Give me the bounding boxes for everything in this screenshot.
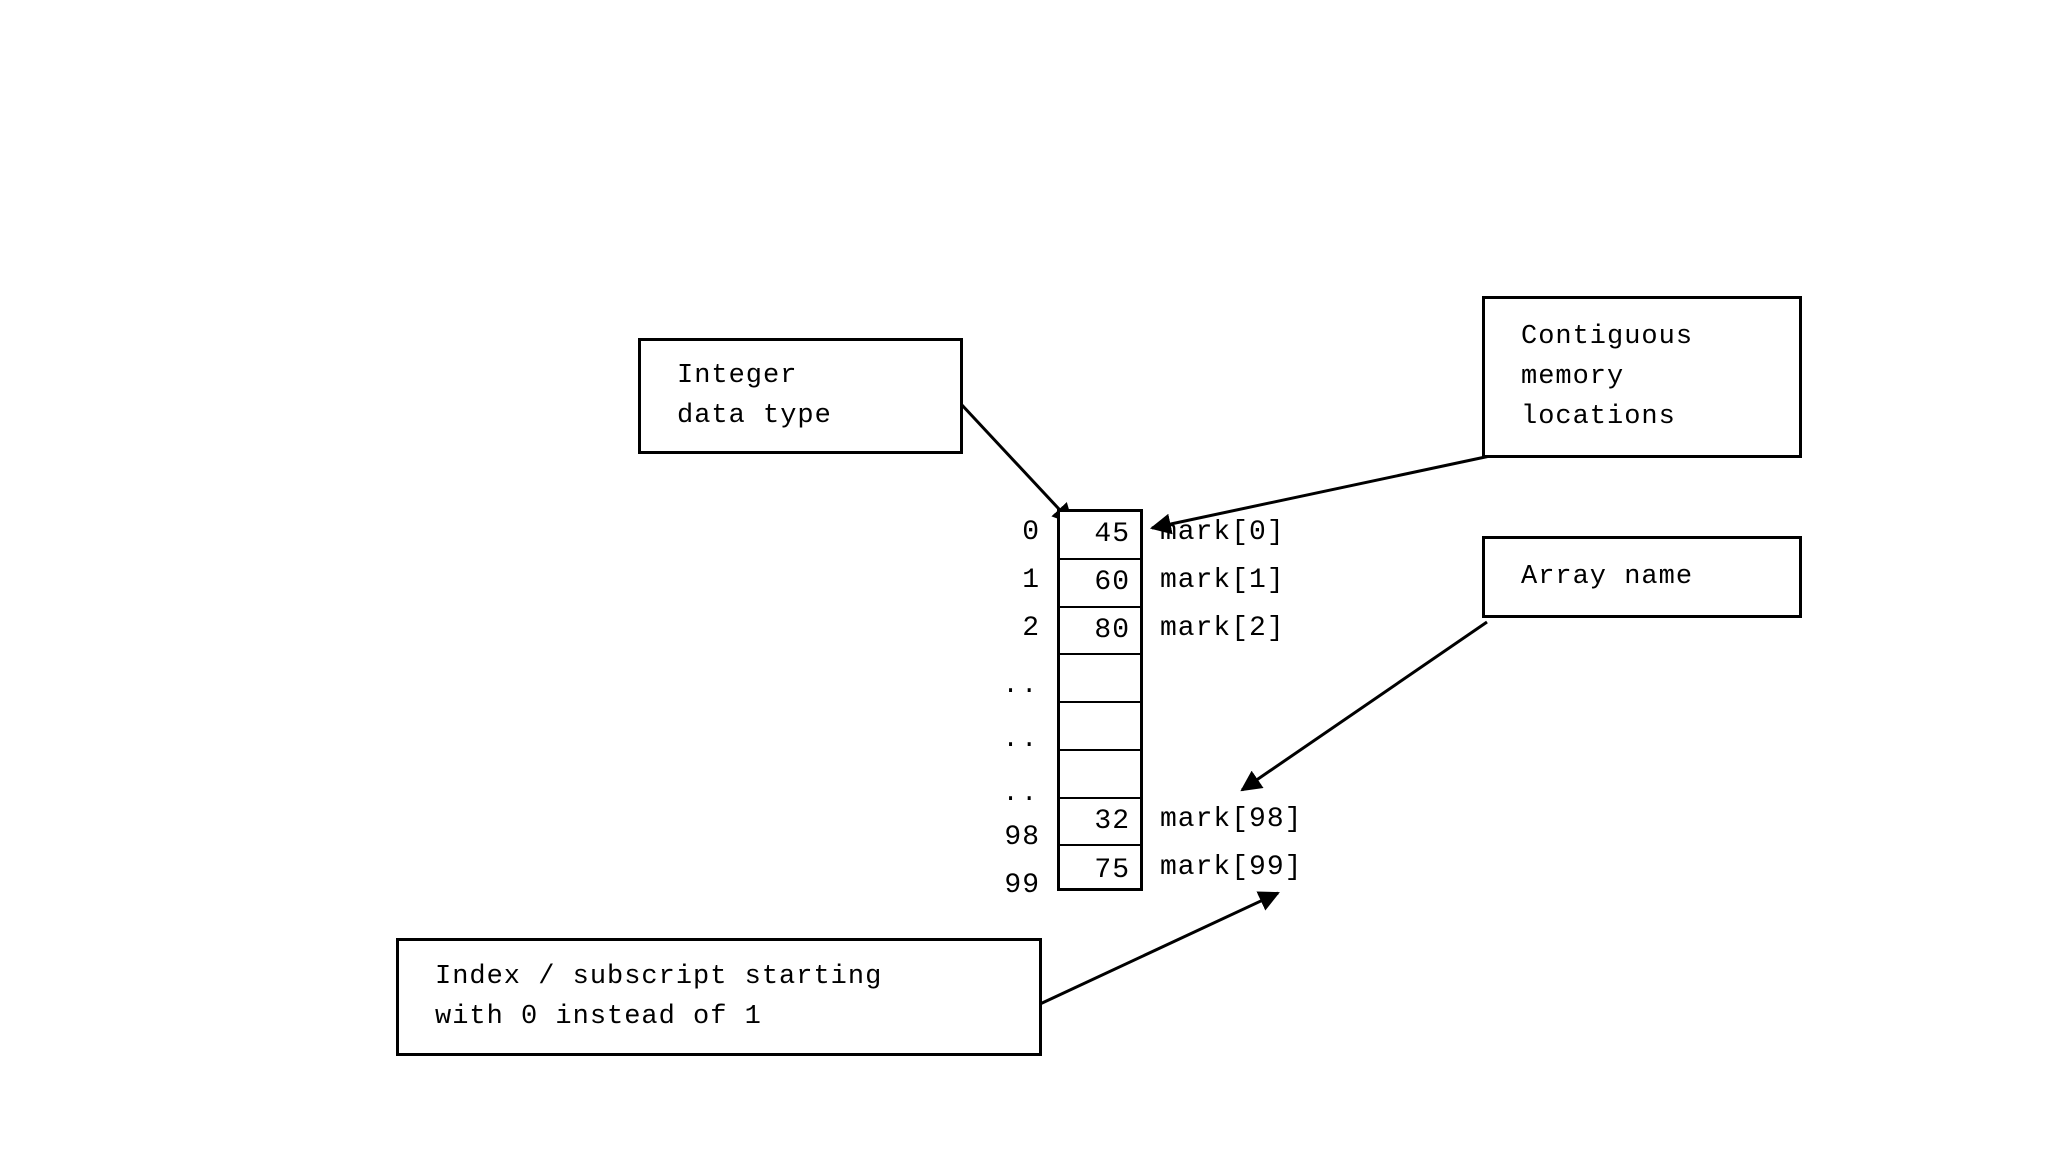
array-cell-6: 32 xyxy=(1060,799,1140,847)
array-name-box: Array name xyxy=(1482,536,1802,618)
array-index-2: 2 xyxy=(1022,612,1040,644)
array-label-mark98: mark[98] xyxy=(1160,803,1303,835)
array-index-99: 99 xyxy=(1004,869,1040,901)
array-label-mark99: mark[99] xyxy=(1160,851,1303,883)
contiguous-memory-box: Contiguous memory locations xyxy=(1482,296,1802,458)
array-name-line-1: Array name xyxy=(1521,562,1694,592)
array-element-name-column: mark[0] mark[1] mark[2] mark[98] mark[99] xyxy=(1160,509,1440,891)
array-cell-3 xyxy=(1060,655,1140,703)
array-cell-0: 45 xyxy=(1060,512,1140,560)
index-subscript-box: Index / subscript starting with 0 instea… xyxy=(396,938,1042,1056)
index-subscript-line-1: Index / subscript starting xyxy=(435,962,883,992)
array-index-ellipsis: .. xyxy=(1002,777,1040,808)
contiguous-memory-line-1: Contiguous xyxy=(1521,322,1694,352)
array-index-column: 0 1 2...... 98 99 xyxy=(900,509,1040,900)
index-subscript-line-2: with 0 instead of 1 xyxy=(435,1002,762,1032)
contiguous-memory-line-2: memory xyxy=(1521,362,1625,392)
array-label-mark0: mark[0] xyxy=(1160,517,1285,549)
array-index-1: 1 xyxy=(1022,565,1040,597)
integer-data-type-box: Integer data type xyxy=(638,338,963,454)
index-to-mark99-arrow xyxy=(1039,891,1280,1006)
array-cell-5 xyxy=(1060,751,1140,799)
array-cell-7: 75 xyxy=(1094,854,1130,886)
array-label-empty xyxy=(1160,748,1440,796)
array-cell-2: 80 xyxy=(1060,608,1140,656)
integer-data-type-line-1: Integer xyxy=(677,361,798,391)
array-index-ellipsis: .. xyxy=(1002,723,1040,754)
integer-data-type-line-2: data type xyxy=(677,401,832,431)
array-label-empty xyxy=(1160,652,1440,700)
array-label-mark2: mark[2] xyxy=(1160,612,1285,644)
array-label-empty xyxy=(1160,700,1440,748)
contiguous-memory-line-3: locations xyxy=(1521,402,1676,432)
array-index-ellipsis: .. xyxy=(1002,670,1040,700)
array-cell-1: 60 xyxy=(1060,560,1140,608)
array-cell-4 xyxy=(1060,703,1140,751)
array-index-0: 0 xyxy=(1022,517,1040,549)
integer-to-cell-0-arrow xyxy=(959,402,1074,525)
array-label-mark1: mark[1] xyxy=(1160,565,1285,597)
array-index-98: 98 xyxy=(1004,821,1040,853)
